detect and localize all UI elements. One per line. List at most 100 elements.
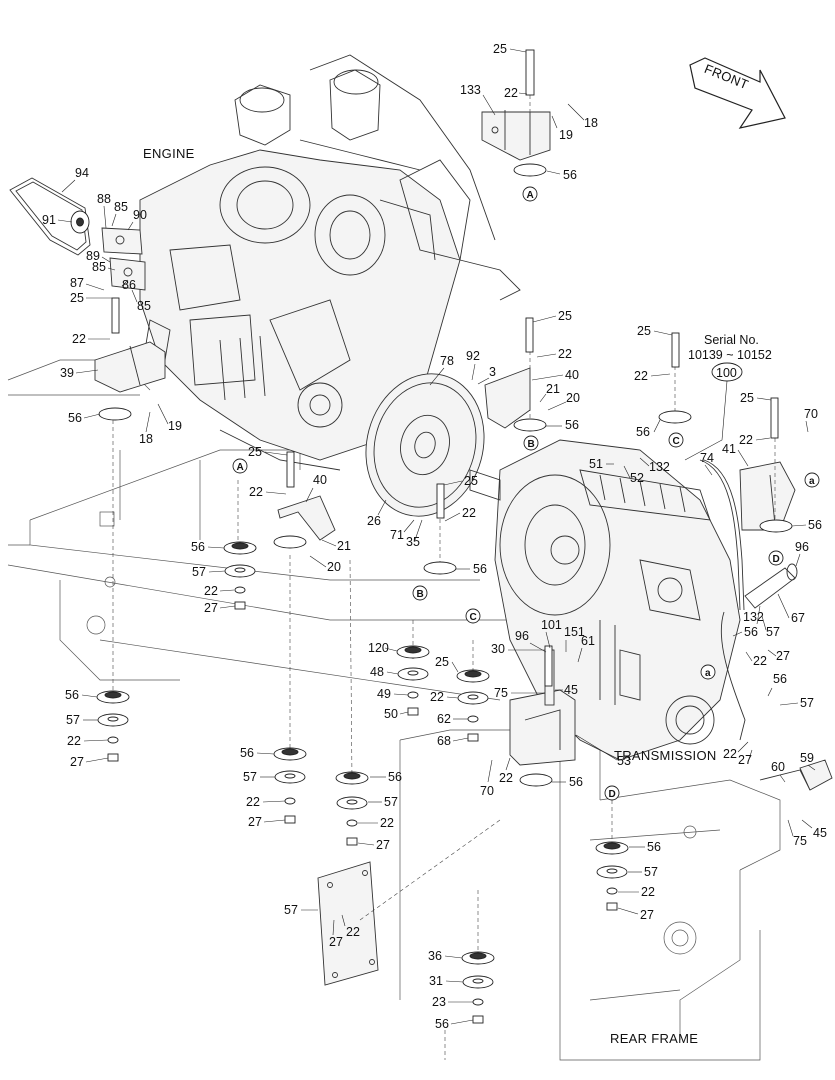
callout: 56 xyxy=(569,775,583,789)
callout: 48 xyxy=(370,665,384,679)
callout: 25 xyxy=(558,309,572,323)
callout: 41 xyxy=(722,442,736,456)
callouts: 25 22 133 19 18 56 94 88 85 90 91 89 85 … xyxy=(42,42,827,1031)
callout: 132 xyxy=(649,460,670,474)
callout: 89 xyxy=(86,249,100,263)
callout: 26 xyxy=(367,514,381,528)
callout: 40 xyxy=(313,473,327,487)
transmission-mount-bracket-41 xyxy=(739,461,796,531)
callout: 56 xyxy=(647,840,661,854)
serial-callout-number: 100 xyxy=(716,366,737,380)
callout: 74 xyxy=(700,451,714,465)
callout: 22 xyxy=(249,485,263,499)
callout: 22 xyxy=(753,654,767,668)
callout: 57 xyxy=(384,795,398,809)
reference-markers: A A B B C C D D a a xyxy=(232,186,820,801)
callout: 31 xyxy=(429,974,443,988)
ref-marker-a-upper: A xyxy=(522,186,538,202)
callout: 56 xyxy=(773,672,787,686)
callout: 49 xyxy=(377,687,391,701)
callout: 56 xyxy=(191,540,205,554)
callout: 57 xyxy=(192,565,206,579)
callout: 61 xyxy=(581,634,595,648)
callout: 22 xyxy=(346,925,360,939)
callout: 56 xyxy=(744,625,758,639)
fan-belt-94 xyxy=(9,177,91,256)
ref-marker-d-lower: D xyxy=(604,785,620,801)
callout: 57 xyxy=(284,903,298,917)
callout: 96 xyxy=(515,629,529,643)
callout: 57 xyxy=(66,713,80,727)
mount-stack-center-right xyxy=(335,771,369,846)
callout: 92 xyxy=(466,349,480,363)
callout: 62 xyxy=(437,712,451,726)
callout: 22 xyxy=(380,816,394,830)
ref-marker-small-a-lower: a xyxy=(700,664,716,680)
callout: 56 xyxy=(240,746,254,760)
callout: 59 xyxy=(800,751,814,765)
upper-engine-mount-bracket xyxy=(481,110,551,161)
cover-plate-36 xyxy=(317,861,379,986)
rear-frame-label: REAR FRAME xyxy=(610,1031,698,1046)
transmission-label: TRANSMISSION xyxy=(614,748,717,763)
callout: 151 xyxy=(564,625,585,639)
callout: 23 xyxy=(432,995,446,1009)
mount-stack-b xyxy=(396,645,430,716)
callout: 18 xyxy=(584,116,598,130)
callout: 70 xyxy=(480,784,494,798)
callout: 25 xyxy=(637,324,651,338)
callout: 56 xyxy=(565,418,579,432)
ref-marker-d-upper: D xyxy=(768,550,784,566)
callout: 22 xyxy=(499,771,513,785)
callout: 19 xyxy=(559,128,573,142)
callout: 56 xyxy=(435,1017,449,1031)
callout: 40 xyxy=(565,368,579,382)
callout: 75 xyxy=(793,834,807,848)
callout: 22 xyxy=(204,584,218,598)
callout: 91 xyxy=(42,213,56,227)
engine-mount-bracket-40-lower xyxy=(277,495,336,541)
serial-number-callout: Serial No. 10139 ~ 10152 100 xyxy=(684,333,772,461)
engine-assembly xyxy=(139,54,521,471)
callout: 90 xyxy=(133,208,147,222)
callout: 25 xyxy=(248,445,262,459)
bolts xyxy=(111,49,779,687)
ref-marker-b-upper: B xyxy=(523,435,539,451)
callout: 75 xyxy=(494,686,508,700)
front-frame-outline xyxy=(7,359,600,701)
callout: 20 xyxy=(327,560,341,574)
callout: 56 xyxy=(68,411,82,425)
svg-text:D: D xyxy=(773,554,780,565)
callout: 53 xyxy=(617,754,631,768)
callout: 39 xyxy=(60,366,74,380)
callout: 35 xyxy=(406,535,420,549)
svg-text:a: a xyxy=(705,668,711,679)
callout: 22 xyxy=(430,690,444,704)
callout: 120 xyxy=(368,641,389,655)
callout: 27 xyxy=(640,908,654,922)
callout: 18 xyxy=(139,432,153,446)
callout: 21 xyxy=(337,539,351,553)
callout: 70 xyxy=(804,407,818,421)
callout: 85 xyxy=(114,200,128,214)
callout: 22 xyxy=(462,506,476,520)
svg-text:a: a xyxy=(809,476,815,487)
callout: 25 xyxy=(464,474,478,488)
callout: 27 xyxy=(204,601,218,615)
callout: 86 xyxy=(122,278,136,292)
mount-stack-left xyxy=(96,690,130,762)
ref-marker-a-lower: A xyxy=(232,458,248,474)
front-arrow: FRONT xyxy=(689,57,786,129)
mount-stack-center xyxy=(273,747,307,824)
svg-text:C: C xyxy=(470,612,477,623)
callout: 22 xyxy=(558,347,572,361)
callout: 71 xyxy=(390,528,404,542)
callout: 87 xyxy=(70,276,84,290)
callout: 88 xyxy=(97,192,111,206)
mount-stack-d xyxy=(595,841,629,911)
callout: 25 xyxy=(435,655,449,669)
callout: 22 xyxy=(641,885,655,899)
callout: 25 xyxy=(740,391,754,405)
callout: 56 xyxy=(636,425,650,439)
